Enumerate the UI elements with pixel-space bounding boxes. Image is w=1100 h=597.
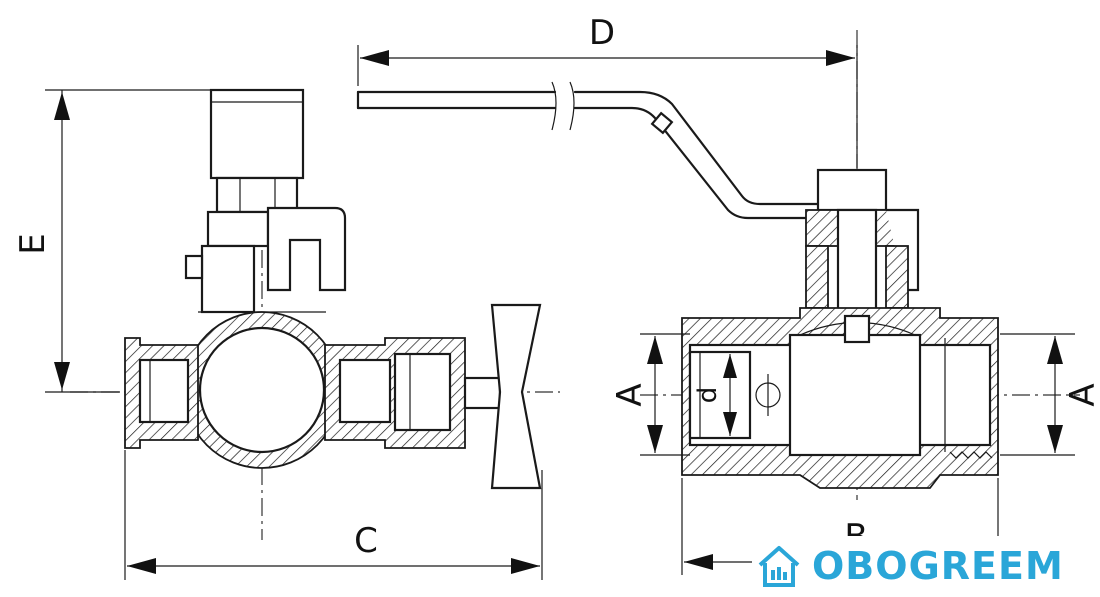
house-icon [758, 546, 800, 587]
logo-backdrop [752, 536, 1092, 596]
logo-text: OBOGREEM [812, 544, 1064, 588]
side-view [70, 88, 560, 540]
front-section-view [356, 30, 1080, 500]
dim-label-d: d [693, 387, 723, 404]
dim-label-d-top: D [589, 13, 615, 53]
dimension-small-d [723, 354, 737, 436]
dimension-d [357, 45, 858, 168]
dim-label-e: E [13, 233, 53, 254]
dimension-b [681, 478, 999, 575]
dimension-c [124, 450, 543, 580]
dimension-e [45, 89, 212, 393]
dimension-a-right [1000, 333, 1075, 456]
dim-label-a-right: A [1063, 383, 1100, 406]
obogreem-logo: OBOGREEM [756, 540, 1064, 592]
dim-label-c: C [354, 521, 378, 561]
dimension-a-left [640, 333, 690, 456]
dim-label-a-left: A [610, 383, 650, 406]
